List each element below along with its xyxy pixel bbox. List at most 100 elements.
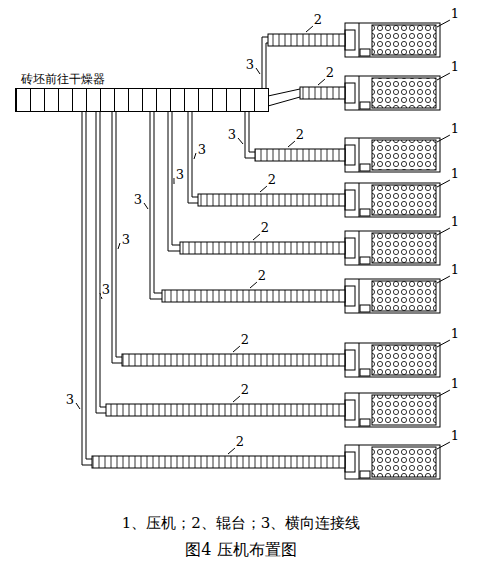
callout-number: 3	[197, 143, 207, 157]
callout-number: 1	[450, 263, 460, 277]
roller-table	[162, 290, 345, 302]
callout-number: 1	[450, 122, 460, 136]
callout-number: 3	[65, 393, 75, 407]
roller-table	[106, 404, 345, 416]
leader-line	[144, 203, 148, 209]
roller-table	[268, 34, 345, 46]
press-inlet	[345, 30, 355, 50]
press-control	[360, 369, 370, 376]
leader-line	[437, 390, 450, 397]
transverse-line	[249, 112, 255, 152]
callout-number: 1	[450, 429, 460, 443]
press-body	[345, 23, 440, 57]
press-mould	[372, 25, 436, 55]
press-mould	[372, 185, 436, 215]
roller-table	[92, 456, 345, 468]
leader-line	[437, 276, 450, 283]
press-inlet	[345, 145, 355, 165]
press-body	[345, 279, 440, 313]
press-body	[345, 138, 440, 172]
conveyor-label: 砖坯前往干燥器	[20, 71, 106, 88]
callout-number: 2	[240, 383, 250, 397]
legend-text: 1、压机；2、辊台；3、横向连接线	[121, 515, 362, 532]
callout-number: 3	[175, 168, 185, 182]
press-frame-line	[359, 393, 360, 427]
press-inlet	[345, 83, 355, 103]
press-control	[360, 49, 370, 56]
leader-line	[437, 442, 450, 449]
callout-number: 2	[295, 128, 305, 142]
press-body	[345, 76, 440, 110]
leader-line	[194, 153, 196, 159]
press-frame-line	[359, 231, 360, 265]
main-conveyor: 砖坯前往干燥器	[15, 88, 269, 112]
press-body	[345, 393, 440, 427]
callout-number: 3	[227, 128, 237, 142]
press-body	[345, 343, 440, 377]
transverse-line	[268, 89, 300, 96]
transverse-line	[150, 112, 162, 299]
transverse-line	[96, 112, 106, 413]
transverse-line	[154, 112, 162, 293]
transverse-line	[266, 43, 268, 88]
leader-line	[76, 403, 80, 409]
press-body	[345, 445, 440, 479]
press-inlet	[345, 350, 355, 370]
leader-line	[238, 138, 243, 144]
press-mould	[372, 447, 436, 477]
press-mould	[372, 233, 436, 263]
callout-number: 2	[267, 173, 277, 187]
callout-number: 3	[101, 283, 111, 297]
transverse-line	[100, 112, 106, 407]
press-frame-line	[359, 76, 360, 110]
press-control	[360, 419, 370, 426]
callout-number: 1	[450, 167, 460, 181]
press-mould	[372, 345, 436, 375]
callout-number: 1	[450, 60, 460, 74]
press-control	[360, 257, 370, 264]
callout-number: 3	[245, 58, 255, 72]
callout-number: 1	[450, 7, 460, 21]
press-control	[360, 471, 370, 478]
transverse-line	[268, 97, 300, 106]
leader-line	[437, 228, 450, 235]
press-inlet	[345, 286, 355, 306]
callout-number: 2	[257, 269, 267, 283]
callout-number: 2	[260, 221, 270, 235]
transverse-line	[262, 37, 268, 88]
callout-number: 2	[325, 66, 335, 80]
roller-table	[300, 87, 345, 99]
callout-number: 1	[450, 215, 460, 229]
leader-line	[437, 20, 450, 27]
press-mould	[372, 140, 436, 170]
press-control	[360, 164, 370, 171]
press-control	[360, 305, 370, 312]
transverse-line	[82, 112, 92, 465]
leader-line	[437, 340, 450, 347]
leader-line	[437, 73, 450, 80]
press-mould	[372, 395, 436, 425]
callout-number: 2	[313, 13, 323, 27]
press-frame-line	[359, 183, 360, 217]
transverse-line	[86, 112, 92, 459]
press-frame-line	[359, 343, 360, 377]
press-control	[360, 209, 370, 216]
press-mould	[372, 78, 436, 108]
press-frame-line	[359, 445, 360, 479]
press-inlet	[345, 190, 355, 210]
callout-number: 3	[121, 233, 131, 247]
press-control	[360, 102, 370, 109]
press-body	[345, 231, 440, 265]
callout-number: 2	[240, 333, 250, 347]
press-frame-line	[359, 138, 360, 172]
press-mould	[372, 281, 436, 311]
roller-table	[198, 194, 345, 206]
roller-table	[255, 149, 345, 161]
leader-line	[256, 68, 260, 74]
leader-line	[437, 180, 450, 187]
leader-line	[118, 243, 120, 249]
roller-table	[122, 354, 345, 366]
press-frame-line	[359, 279, 360, 313]
callout-number: 1	[450, 377, 460, 391]
transverse-line	[245, 112, 255, 158]
